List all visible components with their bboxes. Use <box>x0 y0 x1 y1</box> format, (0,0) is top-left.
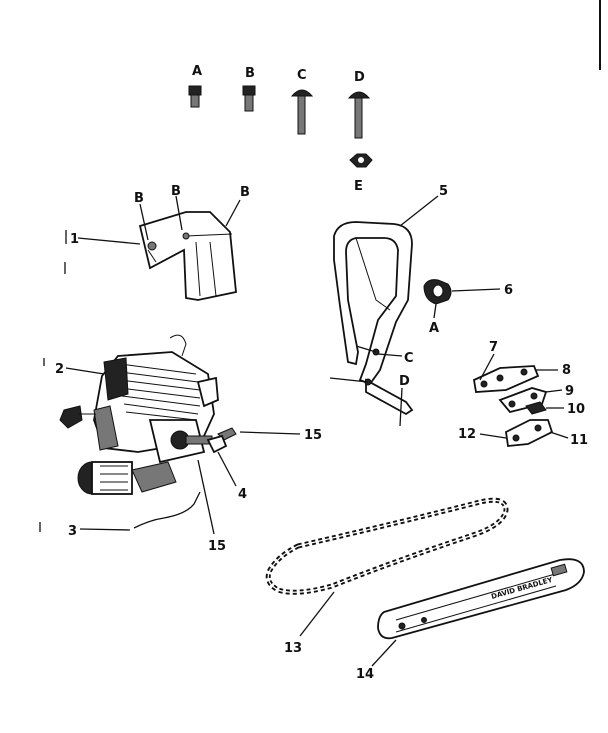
label-15-bottom: 15 <box>208 539 226 554</box>
label-fastener-b: B <box>245 66 255 81</box>
fastener-a-bolt <box>188 85 202 108</box>
leader-4 <box>217 451 237 487</box>
leader-6-a <box>433 303 437 319</box>
label-nut-e: E <box>354 179 363 194</box>
leader-7 <box>479 353 495 381</box>
label-8: 8 <box>562 363 571 378</box>
part-6-clamp <box>423 279 452 305</box>
cylinder-fins <box>119 363 201 421</box>
leader-15-bottom <box>197 459 215 535</box>
leader-9 <box>545 389 563 393</box>
fastener-b-bolt <box>242 85 256 112</box>
leader-5 <box>399 195 439 227</box>
leader-1-b-right <box>225 199 241 227</box>
leader-1 <box>77 237 141 245</box>
label-5: 5 <box>439 184 448 199</box>
label-3: 3 <box>68 524 77 539</box>
part-1-bracket <box>138 211 237 301</box>
leader-2 <box>65 367 105 375</box>
label-10: 10 <box>567 402 585 417</box>
leader-1-b-left <box>139 203 149 241</box>
label-1-b-mid: B <box>171 184 181 199</box>
label-fastener-a: A <box>192 64 202 79</box>
leader-14 <box>371 639 397 667</box>
leader-11 <box>549 431 569 439</box>
label-1: 1 <box>70 232 79 247</box>
leader-3 <box>79 528 131 531</box>
label-fastener-d: D <box>354 70 365 85</box>
leader-15-top <box>239 431 301 435</box>
label-1-b-left: B <box>134 191 144 206</box>
leader-5-c-top <box>355 345 377 353</box>
leader-5-c-bottom <box>329 377 369 383</box>
label-15-top: 15 <box>304 428 322 443</box>
part-14-guide-bar: DAVID BRADLEY <box>377 558 585 640</box>
label-fastener-c: C <box>297 68 307 83</box>
label-6: 6 <box>504 283 513 298</box>
label-2: 2 <box>55 362 64 377</box>
chain-link-parts <box>472 365 554 447</box>
part-2-engine <box>59 334 219 495</box>
label-4: 4 <box>238 487 247 502</box>
label-1-b-right: B <box>240 185 250 200</box>
leader-1-b-mid <box>175 195 183 231</box>
label-11: 11 <box>570 433 588 448</box>
leader-5-d <box>399 387 403 427</box>
fastener-d-screw <box>347 91 371 139</box>
part-3-wire <box>133 491 201 529</box>
leader-5-c <box>377 353 403 357</box>
label-6-a: A <box>429 321 439 336</box>
part-13-chain <box>265 497 509 595</box>
label-13: 13 <box>284 641 302 656</box>
leader-12 <box>479 433 507 439</box>
label-5-c: C <box>404 351 414 366</box>
label-14: 14 <box>356 667 374 682</box>
label-7: 7 <box>489 340 498 355</box>
fastener-c-screw <box>290 89 314 135</box>
label-12: 12 <box>458 427 476 442</box>
label-9: 9 <box>565 384 574 399</box>
part-4-key <box>206 434 228 454</box>
leader-6 <box>451 288 501 292</box>
leader-13 <box>299 591 335 637</box>
label-5-d: D <box>399 374 410 389</box>
nut-e <box>349 153 373 168</box>
